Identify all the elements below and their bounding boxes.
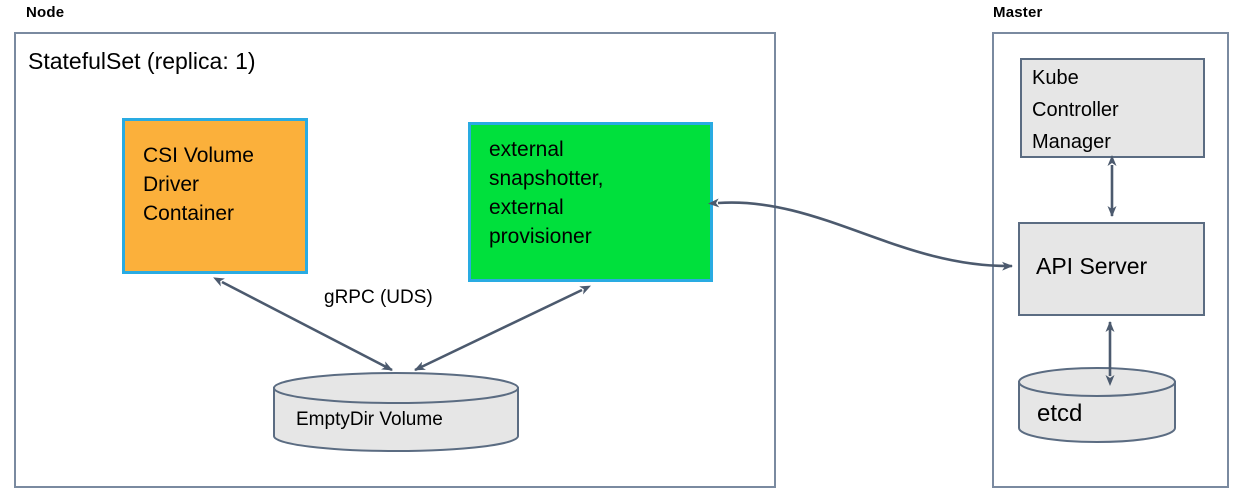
emptydir-volume-cylinder-shape — [273, 372, 519, 452]
node-emptydir-volume-label: EmptyDir Volume — [296, 409, 443, 430]
edge-label-grpc-uds: gRPC (UDS) — [324, 287, 433, 308]
zone-label-node: Node — [26, 4, 65, 21]
node-etcd-label: etcd — [1037, 400, 1083, 427]
node-api-server[interactable]: API Server — [1018, 222, 1205, 316]
node-kube-controller-manager[interactable]: Kube Controller Manager — [1020, 58, 1205, 158]
node-emptydir-volume[interactable]: EmptyDir Volume — [272, 371, 520, 453]
node-external-snapshotter-provisioner[interactable]: external snapshotter, external provision… — [468, 122, 713, 282]
statefulset-title: StatefulSet (replica: 1) — [28, 48, 256, 74]
node-external-snapshotter-provisioner-label: external snapshotter, external provision… — [489, 138, 604, 248]
node-api-server-label: API Server — [1036, 253, 1148, 279]
node-kube-controller-manager-label: Kube Controller Manager — [1032, 67, 1119, 153]
node-csi-volume-driver-container[interactable]: CSI Volume Driver Container — [122, 118, 308, 274]
zone-label-master: Master — [993, 4, 1043, 21]
node-csi-volume-driver-container-label: CSI Volume Driver Container — [143, 144, 254, 225]
etcd-cylinder-shape — [1018, 367, 1176, 443]
node-etcd[interactable]: etcd — [1017, 367, 1177, 445]
